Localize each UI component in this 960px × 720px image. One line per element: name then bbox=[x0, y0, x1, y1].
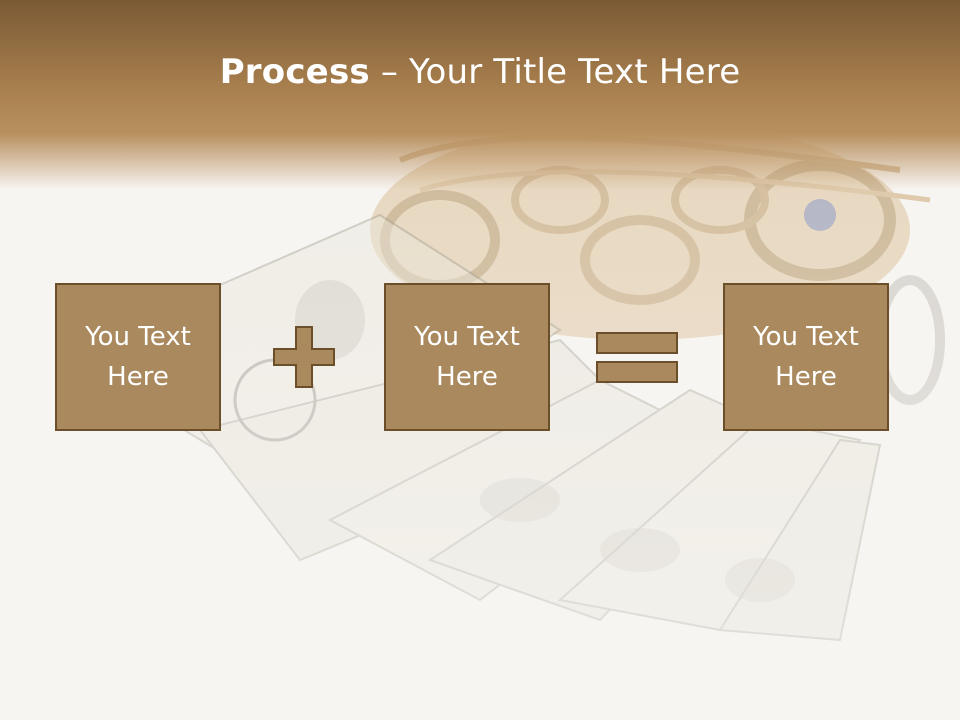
process-box-3[interactable]: You Text Here bbox=[723, 283, 889, 431]
box-1-line-1: You Text bbox=[85, 322, 191, 352]
plus-icon bbox=[273, 326, 335, 388]
title-rest-text: – Your Title Text Here bbox=[369, 52, 741, 92]
box-2-line-1: You Text bbox=[414, 322, 520, 352]
process-box-1[interactable]: You Text Here bbox=[55, 283, 221, 431]
title-bold-text: Process bbox=[219, 52, 370, 92]
slide-title[interactable]: Process – Your Title Text Here bbox=[0, 52, 960, 92]
process-box-2[interactable]: You Text Here bbox=[384, 283, 550, 431]
box-3-line-2: Here bbox=[775, 362, 837, 392]
box-3-line-1: You Text bbox=[753, 322, 859, 352]
box-1-line-2: Here bbox=[107, 362, 169, 392]
title-band bbox=[0, 0, 960, 190]
equals-icon bbox=[596, 332, 678, 383]
box-2-line-2: Here bbox=[436, 362, 498, 392]
